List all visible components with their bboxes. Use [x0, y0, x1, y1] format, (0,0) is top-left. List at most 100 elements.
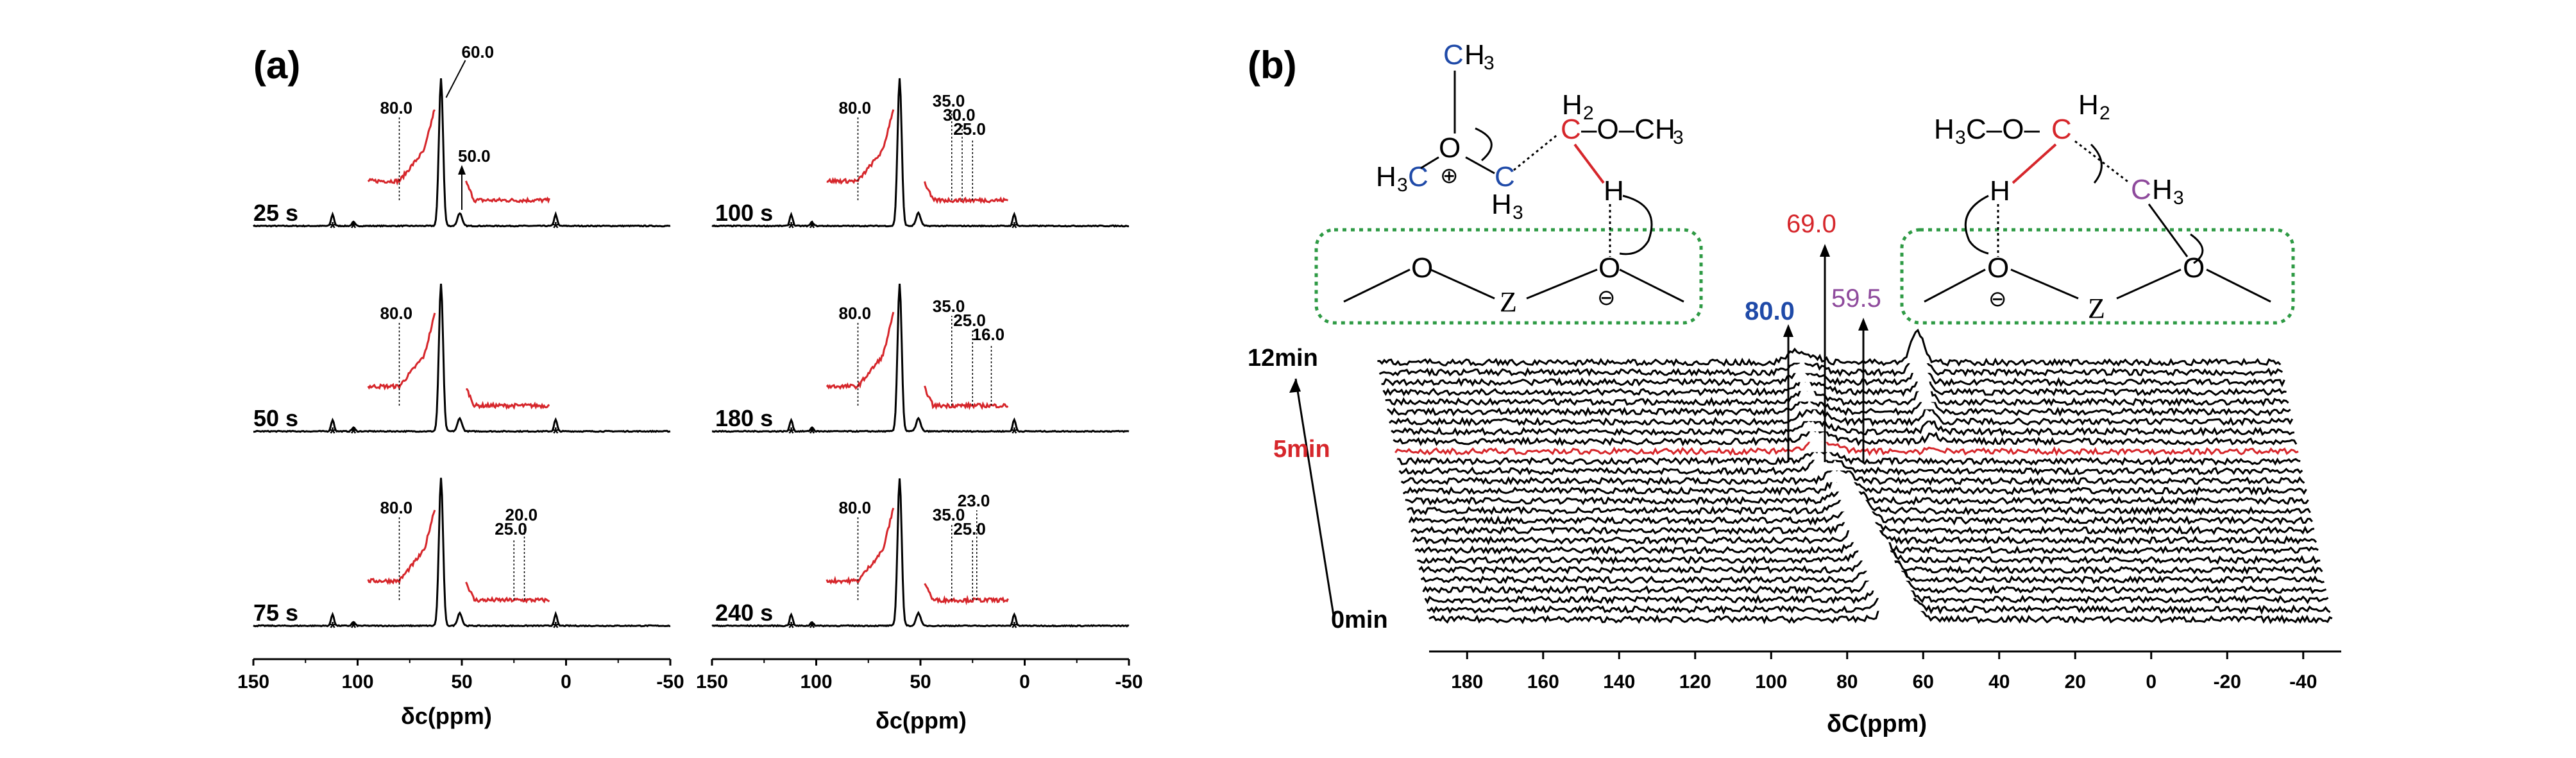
x-tick-label: 150 [696, 671, 728, 693]
zoom-trace-right [465, 180, 550, 204]
scheme-right-h3c-sub: 3 [1955, 127, 1966, 148]
sideband-star: * [552, 424, 559, 443]
scheme-left-h3-lower: H [1491, 189, 1512, 220]
zoom-trace-left [826, 311, 895, 390]
zoom-trace-left [367, 510, 436, 585]
x-tick-label: 50 [910, 671, 931, 693]
time-arrow-line [1294, 378, 1335, 620]
zoom-trace-right [924, 385, 1009, 411]
scheme-right-h2: H [2078, 89, 2099, 121]
scheme-left-h3-top: H [1464, 39, 1485, 71]
x-tick-label: 100 [800, 671, 832, 693]
x-tick-label: -40 [2289, 671, 2317, 693]
zeolite-box-left [1314, 228, 1703, 325]
peak-label-80: 80.0 [1745, 297, 1795, 325]
x-axis-label-left: δc(ppm) [401, 703, 492, 729]
peak-annotation: 35.0 [933, 297, 965, 316]
scheme-left-o-ch3: –O–CH [1581, 114, 1675, 145]
time-label-12min: 12min [1248, 345, 1318, 372]
scheme-right-zeo-o1: O [1987, 252, 2009, 284]
sideband-star: * [809, 218, 816, 237]
peak-annotation: 23.0 [958, 491, 990, 510]
spectrum-4: 100 s80.025.030.035.0*** [711, 78, 1130, 237]
scheme-left-z: Z [1500, 286, 1517, 318]
waterfall-trace [1394, 437, 2299, 456]
scheme-right-h: H [1990, 175, 2010, 207]
x-tick-label: 150 [237, 671, 269, 693]
peak-annotation: 35.0 [933, 505, 965, 524]
scheme-left-plus: ⊕ [1440, 164, 1459, 188]
scheme-left: C H 3 O ⊕ H 3 C C H 3 H 2 C –O–CH 3 H O … [1314, 39, 1703, 325]
zoom-trace-right [466, 388, 550, 410]
peak-annotation: 50.0 [458, 146, 491, 166]
x-tick-label: 60 [1913, 671, 1934, 693]
x-tick-label: -20 [2214, 671, 2241, 693]
waterfall-trace [1386, 393, 2291, 417]
peak-annotation: 80.0 [839, 304, 872, 323]
scheme-left-h2: H [1562, 89, 1582, 121]
waterfall-trace [1400, 466, 2305, 486]
scheme-left-h: H [1604, 175, 1624, 207]
time-label: 25 s [253, 200, 298, 226]
x-axis-label-b: δC(ppm) [1827, 711, 1927, 737]
x-tick-label: 140 [1603, 671, 1635, 693]
spectrum-6: 240 s80.025.035.023.0*** [711, 478, 1130, 637]
x-tick-label: 80 [1836, 671, 1858, 693]
time-label: 180 s [715, 405, 773, 431]
waterfall-trace [1393, 426, 2298, 447]
scheme-right-c-red: C [2051, 114, 2072, 145]
peak-annotation: 25.0 [495, 519, 527, 538]
scheme-left-h3c-h: H [1376, 161, 1396, 193]
panel-label-a: (a) [253, 44, 300, 87]
zoom-trace-left [826, 508, 895, 586]
x-axis-label-right: δc(ppm) [876, 707, 967, 734]
scheme-right-h3c-o: H [1934, 114, 1954, 145]
sideband-star: * [350, 424, 357, 443]
x-tick-label: 120 [1679, 671, 1711, 693]
zoom-trace-right [924, 181, 1008, 205]
waterfall-trace [1397, 445, 2301, 466]
x-tick-label: 160 [1527, 671, 1559, 693]
time-label: 75 s [253, 599, 298, 626]
time-label-0min: 0min [1331, 607, 1388, 633]
scheme-right-c-o: C–O– [1966, 114, 2040, 145]
waterfall-trace [1398, 456, 2303, 476]
x-tick-label: 0 [2146, 671, 2157, 693]
waterfall-trace [1378, 340, 2284, 377]
sideband-star: * [330, 618, 337, 637]
spectrum-3: 75 s80.025.020.0*** [253, 478, 671, 637]
panel-a: 25 s60.050.080.0***50 s80.0***75 s80.025… [253, 42, 1130, 637]
scheme-left-c-right: C [1495, 161, 1515, 193]
scheme-left-h3c-sub: 3 [1397, 175, 1408, 196]
x-tick-label: 0 [561, 671, 572, 693]
sideband-star: * [350, 618, 357, 637]
peak-annotation: 25.0 [953, 119, 986, 139]
sideband-star: * [788, 618, 795, 637]
scheme-right-c-purple: C [2131, 174, 2151, 205]
time-label: 100 s [715, 200, 773, 226]
peak-annotation: 80.0 [839, 98, 872, 117]
waterfall-traces [1377, 328, 2333, 624]
x-tick-label: -50 [656, 671, 684, 693]
scheme-left-ch3-sub: 3 [1673, 127, 1684, 148]
sideband-star: * [809, 424, 816, 443]
spectrum-trace [711, 78, 1130, 228]
peak-annotation: 60.0 [462, 42, 495, 62]
waterfall-trace [1389, 407, 2294, 427]
spectrum-trace [711, 284, 1130, 433]
time-label: 240 s [715, 599, 773, 626]
spectrum-trace [253, 284, 671, 433]
spectrum-trace [711, 478, 1130, 628]
peak-annotation: 25.0 [953, 519, 986, 538]
sideband-star: * [1011, 424, 1018, 443]
sideband-star: * [330, 424, 337, 443]
time-arrow-head [1289, 379, 1301, 393]
scheme-left-zeo-o1: O [1411, 252, 1433, 284]
x-tick-label: 50 [451, 671, 472, 693]
scheme-right-h3: H [2152, 174, 2173, 205]
